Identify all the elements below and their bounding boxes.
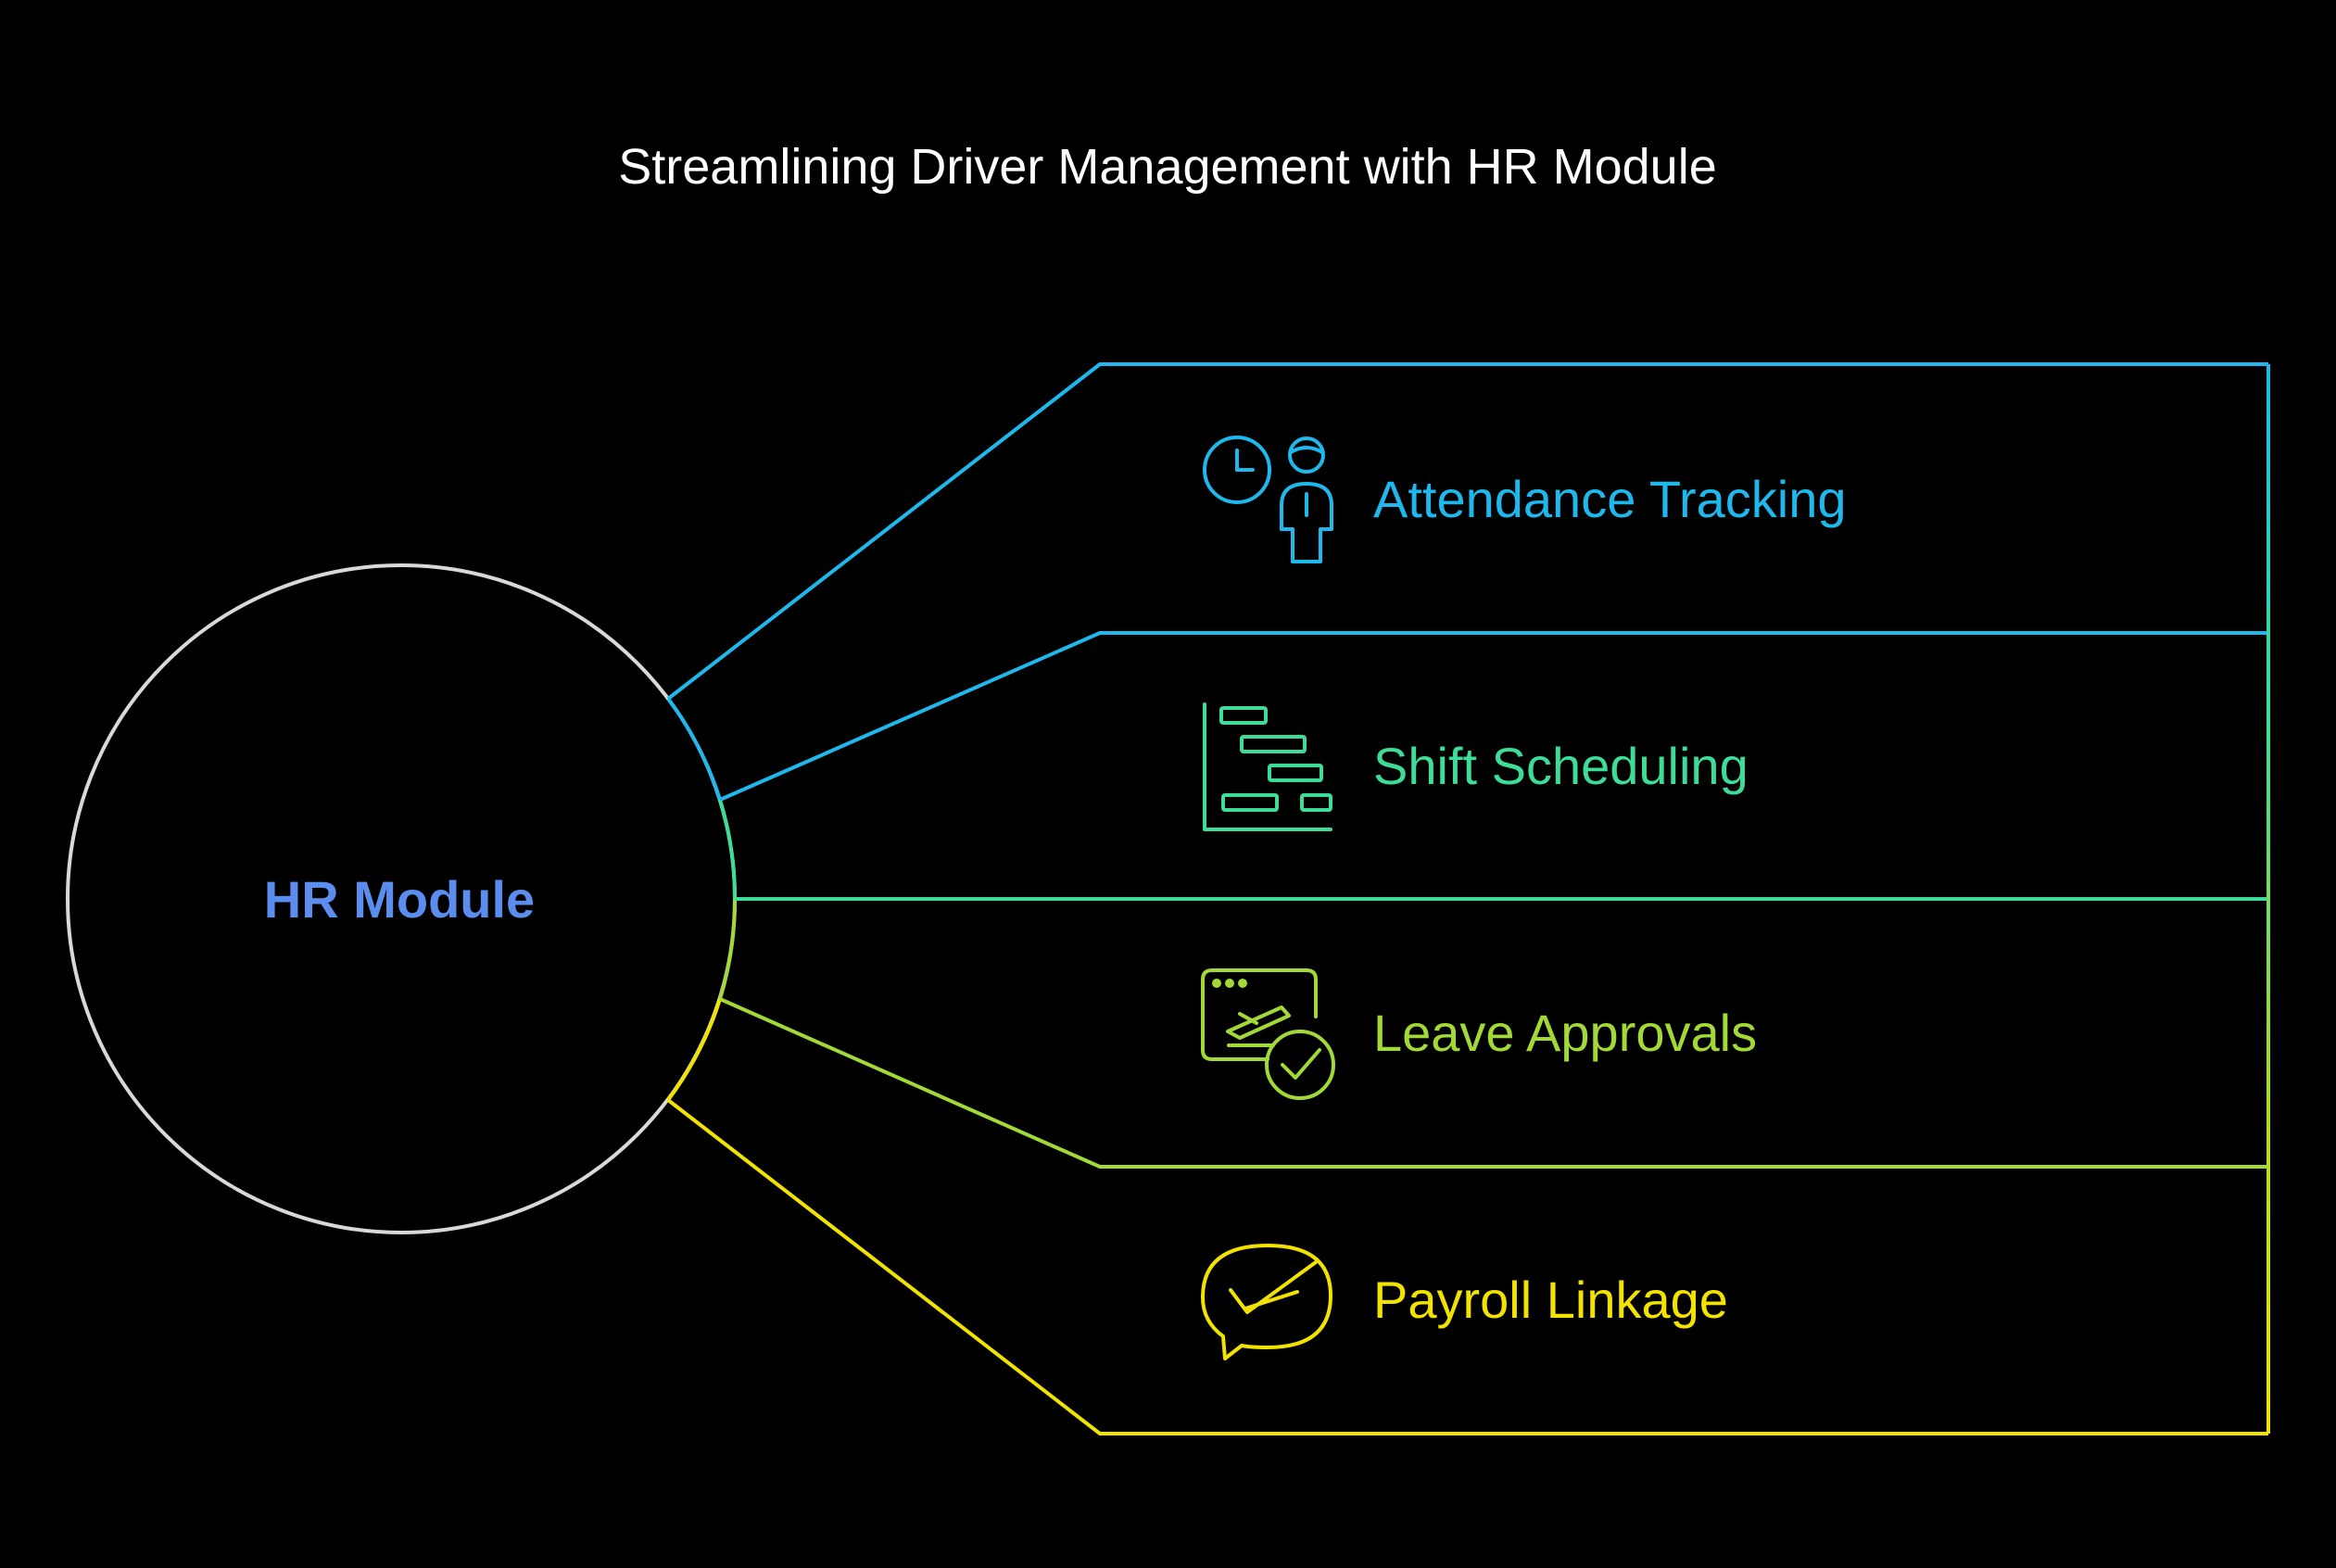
- item-shift-scheduling: Shift Scheduling: [1203, 702, 1749, 831]
- clock-person-icon: [1203, 436, 1333, 563]
- item-leave-approvals: Leave Approvals: [1201, 968, 1757, 1100]
- item-label: Attendance Tracking: [1373, 470, 1847, 528]
- gantt-chart-icon: [1203, 702, 1332, 831]
- connector-attendance: [666, 362, 2268, 701]
- hub-arc-leave: [718, 898, 738, 1000]
- item-label: Shift Scheduling: [1373, 737, 1749, 795]
- diagram-title: Streamlining Driver Management with HR M…: [618, 139, 1716, 195]
- item-label: Leave Approvals: [1373, 1004, 1757, 1062]
- item-label: Payroll Linkage: [1373, 1271, 1728, 1329]
- item-payroll-linkage: Payroll Linkage: [1201, 1244, 1728, 1360]
- chat-check-icon: [1201, 1244, 1332, 1360]
- connector-shift: [719, 631, 2268, 802]
- connector-payroll: [666, 1098, 2268, 1435]
- hub-arc-shift: [718, 799, 738, 900]
- hub-label: HR Module: [264, 870, 535, 929]
- hub-arc-payroll: [666, 998, 722, 1102]
- connector-leave: [719, 997, 2268, 1169]
- hub-arc-attendance: [666, 697, 722, 801]
- travel-approval-icon: [1201, 968, 1335, 1100]
- item-attendance-tracking: Attendance Tracking: [1203, 436, 1847, 563]
